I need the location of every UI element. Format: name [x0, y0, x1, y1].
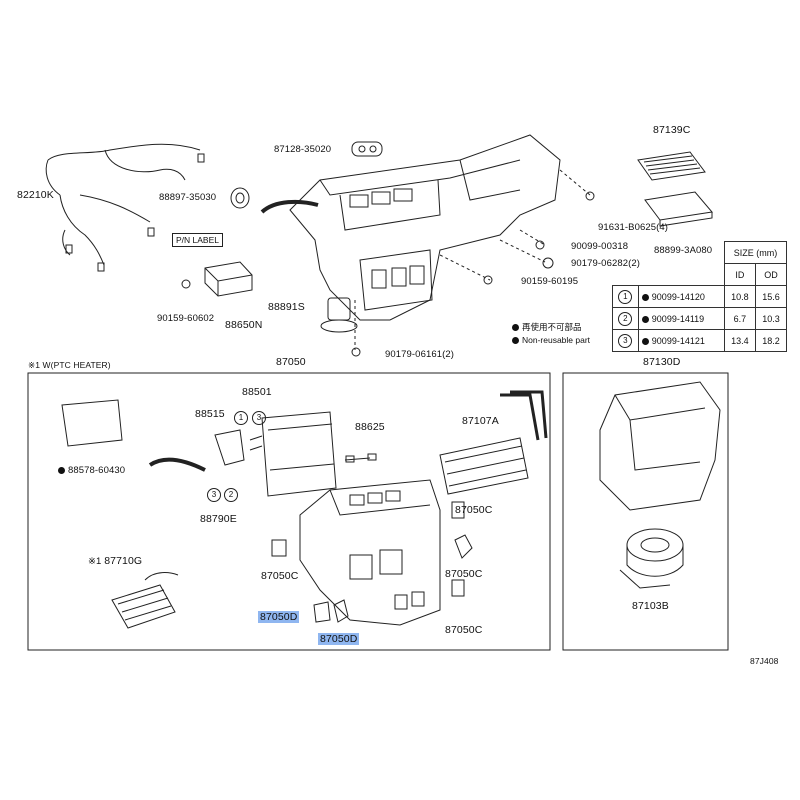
blower-unit-frame: [562, 372, 729, 651]
size-table-title: SIZE (mm): [723, 241, 788, 264]
part-label-87050D: 87050D: [258, 611, 300, 623]
non-reusable-dot-icon: [641, 315, 649, 323]
ac-amplifier-drawing: [204, 261, 253, 297]
part-label-88899-3A080: 88899-3A080: [654, 245, 713, 256]
non-reusable-dot-icon: [641, 293, 649, 301]
part-label-88515: 88515: [195, 408, 225, 420]
grommet-drawing: [230, 187, 250, 209]
blower-motor-drawing: [619, 528, 684, 589]
part-label-87103B: 87103B: [632, 600, 669, 612]
ptc-heater-drawing: [111, 572, 179, 629]
ptc-mark: ※1: [88, 556, 102, 567]
size-table-row: 1 90099-14120 10.8 15.6: [612, 285, 788, 308]
part-label-87050C: 87050C: [261, 570, 299, 582]
size-od: 18.2: [754, 329, 788, 352]
part-label-87128-35020: 87128-35020: [274, 144, 332, 155]
part-number-text: 87710G: [104, 555, 143, 567]
size-part-number: 90099-14121: [651, 335, 705, 346]
blower-case-drawing: [599, 381, 721, 511]
size-id: 6.7: [723, 307, 756, 330]
size-id: 10.8: [723, 285, 756, 308]
part-label-87050D: 87050D: [318, 633, 360, 645]
callout-number: 1: [618, 289, 633, 304]
legend-en: Non-reusable part: [522, 335, 591, 345]
heater-case-drawing: [299, 479, 441, 626]
size-table-row: 3 90099-14121 13.4 18.2: [612, 329, 788, 352]
part-label-88578-60430: 88578-60430: [58, 465, 125, 476]
callout-2: 2: [224, 488, 238, 502]
part-label-90099-00318: 90099-00318: [571, 241, 629, 252]
leader-lines-top: [354, 169, 591, 350]
part-label-87130D: 87130D: [643, 356, 681, 368]
part-label-90179-06282: 90179-06282(2): [571, 258, 641, 269]
servo-drawings: [271, 501, 473, 623]
size-part-number: 90099-14120: [651, 291, 705, 302]
non-reusable-dot-icon: [58, 466, 65, 474]
part-label-88897-35030: 88897-35030: [159, 192, 217, 203]
part-label-87050C: 87050C: [445, 568, 483, 580]
wire-harness-drawing: [45, 143, 205, 272]
part-label-88790E: 88790E: [200, 513, 237, 525]
size-table: SIZE (mm) ID OD 1 90099-14120 10.8 15.6 …: [612, 241, 788, 352]
non-reusable-dot-icon: [512, 324, 519, 332]
part-label-87050C: 87050C: [455, 504, 493, 516]
part-label-87710G: ※1 87710G: [88, 555, 143, 568]
part-label-90159-60602: 90159-60602: [157, 313, 215, 324]
ptc-heater-note: ※1 W(PTC HEATER): [28, 360, 111, 370]
legend: 再使用不可部品 Non-reusable part: [512, 321, 590, 347]
part-label-88891S: 88891S: [268, 301, 305, 313]
callout-3: 3: [252, 411, 266, 425]
part-label-87139C: 87139C: [653, 124, 691, 136]
part-number-text: 88578-60430: [68, 465, 126, 476]
fastener-drawings: [181, 191, 595, 357]
heater-core-drawing: [439, 390, 548, 495]
size-table-row: 2 90099-14119 6.7 10.3: [612, 307, 788, 330]
size-od: 15.6: [754, 285, 788, 308]
part-label-90179-06161: 90179-06161(2): [385, 349, 455, 360]
part-label-87050C: 87050C: [445, 624, 483, 636]
non-reusable-dot-icon: [512, 337, 519, 345]
legend-jp: 再使用不可部品: [522, 322, 582, 332]
part-label-88501: 88501: [242, 386, 272, 398]
duct-seal-drawing: [351, 141, 383, 157]
part-label-82210K: 82210K: [17, 189, 54, 201]
expansion-valve-drawing: [148, 429, 245, 472]
highlighted-part-number: 87050D: [318, 633, 360, 645]
part-label-90159-60195: 90159-60195: [521, 276, 579, 287]
callout-1: 1: [234, 411, 248, 425]
part-label-88625: 88625: [355, 421, 385, 433]
sensor-drawing: [344, 453, 377, 463]
part-label-87107A: 87107A: [462, 415, 499, 427]
ac-unit-assembly-drawing: [260, 134, 561, 321]
callout-number: 3: [618, 333, 633, 348]
size-table-col-od: OD: [754, 263, 788, 286]
non-reusable-dot-icon: [641, 337, 649, 345]
highlighted-part-number: 87050D: [258, 611, 300, 623]
callout-number: 2: [618, 311, 633, 326]
figure-id: 87J408: [750, 656, 779, 666]
part-label-91631-B0625: 91631-B0625(4): [598, 222, 669, 233]
evaporator-drawing: [249, 411, 337, 497]
heater-unit-frame: [27, 372, 551, 651]
size-id: 13.4: [723, 329, 756, 352]
callout-3: 3: [207, 488, 221, 502]
size-od: 10.3: [754, 307, 788, 330]
size-part-number: 90099-14119: [651, 313, 705, 324]
cabin-filter-drawing: [637, 151, 713, 227]
size-table-col-id: ID: [723, 263, 756, 286]
part-label-87050: 87050: [276, 356, 306, 368]
aircon-duct-drawing: [61, 399, 123, 447]
servo-motor-drawing: [320, 297, 358, 333]
pn-label-tag: P/N LABEL: [172, 233, 223, 247]
part-label-88650N: 88650N: [225, 319, 263, 331]
